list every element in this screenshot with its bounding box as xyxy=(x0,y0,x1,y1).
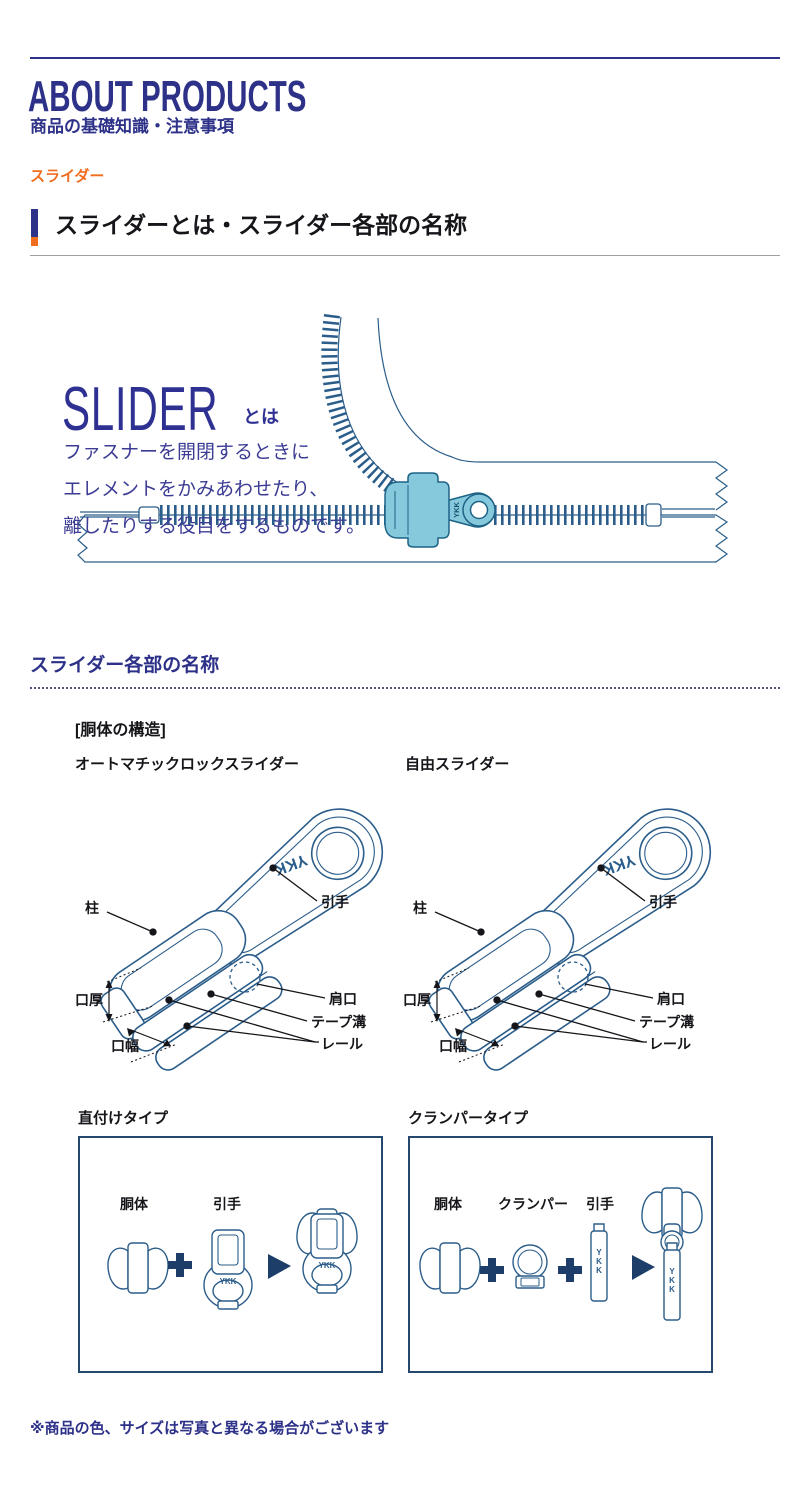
footer-note: ※商品の色、サイズは写真と異なる場合がございます xyxy=(30,1420,390,1437)
section-heading: スライダーとは・スライダー各部の名称 xyxy=(55,212,468,238)
assembled-slider-icon xyxy=(641,1187,703,1321)
part-item-label-body: 胴体 xyxy=(120,1196,148,1212)
zipper-teeth xyxy=(160,313,646,525)
assembled-slider-icon xyxy=(296,1208,358,1294)
part-label-mouth-width: 口幅 xyxy=(439,1038,467,1054)
part-label-pull-tab: 引手 xyxy=(321,894,349,910)
zipper-bottom-stop xyxy=(645,503,662,527)
slider-diagram-autolock: 柱 引手 肩口 テープ溝 レール 口厚 口幅 xyxy=(65,772,401,1083)
part-item-label-body: 胴体 xyxy=(434,1196,462,1212)
type-box-title-direct: 直付けタイプ xyxy=(78,1110,169,1127)
part-label-rail: レール xyxy=(649,1036,691,1052)
part-label-tape-groove: テープ溝 xyxy=(311,1014,367,1030)
arrow-right-icon xyxy=(268,1254,291,1279)
top-rule xyxy=(30,57,780,59)
arrow-right-icon xyxy=(632,1255,655,1280)
ykk-logo-text: YKK xyxy=(452,502,461,518)
section-heading-bar xyxy=(31,209,38,246)
intro-description-line: 離したりする役目をするものです。 xyxy=(63,516,366,537)
pull-strip-icon xyxy=(590,1223,608,1302)
part-label-tape-groove: テープ溝 xyxy=(639,1014,695,1030)
part-item-label-pull: 引手 xyxy=(586,1196,614,1212)
part-label-mouth-thickness: 口厚 xyxy=(403,992,431,1008)
part-label-mouth-width: 口幅 xyxy=(111,1038,139,1054)
parts-section-heading: スライダー各部の名称 xyxy=(30,655,220,676)
dotted-rule xyxy=(30,687,780,689)
part-label-shoulder: 肩口 xyxy=(657,991,685,1007)
slider-body-icon xyxy=(419,1242,481,1294)
slider-wordmark: SLIDER xyxy=(62,375,219,444)
plus-icon xyxy=(168,1253,192,1277)
part-label-mouth-thickness: 口厚 xyxy=(75,992,103,1008)
zipper-tape xyxy=(77,316,729,563)
section-rule xyxy=(30,255,780,256)
part-label-pillar: 柱 xyxy=(413,900,427,916)
type-box-direct: 胴体 引手 xyxy=(78,1136,383,1373)
page-subtitle: 商品の基礎知識・注意事項 xyxy=(30,117,234,136)
part-item-label-pull: 引手 xyxy=(213,1196,241,1212)
category-label: スライダー xyxy=(30,168,105,185)
pull-tab-icon xyxy=(203,1229,253,1310)
zipper-illustration: YKK xyxy=(77,313,729,563)
type-box-direct-art xyxy=(107,1208,358,1310)
slider-body-icon xyxy=(107,1242,169,1294)
part-item-label-clamper: クランパー xyxy=(498,1196,568,1212)
type-box-clamper: 胴体 クランパー 引手 xyxy=(408,1136,713,1373)
diagram-title-free: 自由スライダー xyxy=(405,756,510,773)
slider-diagram-free: 柱 引手 肩口 テープ溝 レール 口厚 口幅 xyxy=(393,772,729,1083)
intro-description-line: エレメントをかみあわせたり、 xyxy=(63,479,329,500)
diagram-title-autolock: オートマチックロックスライダー xyxy=(75,756,299,773)
type-box-clamper-art xyxy=(419,1187,703,1321)
intro-description: ファスナーを開閉するときに エレメントをかみあわせたり、 離したりする役目をする… xyxy=(63,434,365,545)
page-title: ABOUT PRODUCTS xyxy=(28,72,307,121)
plus-icon xyxy=(558,1258,582,1282)
clamper-icon xyxy=(512,1244,548,1289)
part-label-pillar: 柱 xyxy=(85,900,99,916)
slider-wordmark-suffix: とは xyxy=(243,407,279,427)
intro-description-line: ファスナーを開閉するときに xyxy=(63,442,311,463)
type-box-title-clamper: クランパータイプ xyxy=(408,1110,529,1127)
part-label-shoulder: 肩口 xyxy=(329,991,357,1007)
part-label-rail: レール xyxy=(321,1036,363,1052)
plus-icon xyxy=(480,1258,504,1282)
zipper-top-stop xyxy=(138,506,160,524)
zipper-slider: YKK xyxy=(384,472,496,548)
structure-label: [胴体の構造] xyxy=(75,722,166,739)
part-label-pull-tab: 引手 xyxy=(649,894,677,910)
